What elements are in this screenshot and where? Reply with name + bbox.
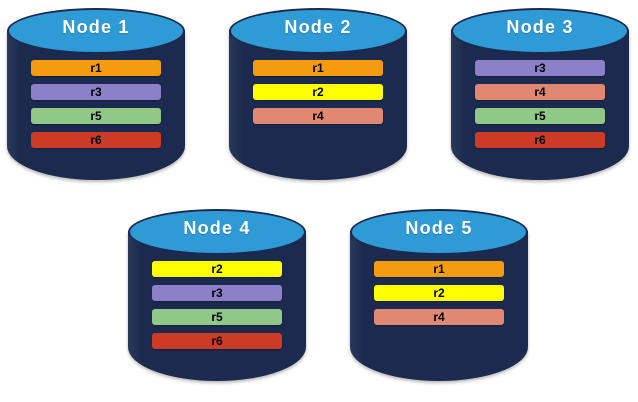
shard-list: r3 r4 r5 r6 — [451, 60, 629, 148]
shard-bar[interactable]: r6 — [31, 132, 161, 148]
cylinder-top-ellipse — [350, 209, 528, 255]
cylinder-body — [229, 30, 407, 180]
cylinder-body — [128, 231, 306, 381]
shard-bar[interactable]: r2 — [374, 285, 504, 301]
shard-bar[interactable]: r5 — [475, 108, 605, 124]
shard-bar[interactable]: r1 — [31, 60, 161, 76]
shard-bar[interactable]: r6 — [475, 132, 605, 148]
cylinder-body — [7, 30, 185, 180]
shard-bar[interactable]: r2 — [152, 261, 282, 277]
shard-bar[interactable]: r5 — [31, 108, 161, 124]
cylinder-top-ellipse — [128, 209, 306, 255]
shard-bar[interactable]: r4 — [475, 84, 605, 100]
shard-bar[interactable]: r1 — [253, 60, 383, 76]
node-label: Node 1 — [62, 17, 130, 37]
node-label: Node 2 — [284, 17, 352, 37]
shard-bar[interactable]: r3 — [475, 60, 605, 76]
shard-bar[interactable]: r3 — [31, 84, 161, 100]
node-cylinder[interactable]: Node 4 r2 r3 r5 r6 — [128, 209, 306, 394]
shard-list: r1 r2 r4 — [350, 261, 528, 325]
cylinder-top-ellipse — [451, 8, 629, 54]
node-cylinder[interactable]: Node 3 r3 r4 r5 r6 — [451, 8, 629, 193]
shard-list: r1 r2 r4 — [229, 60, 407, 124]
cylinder-body — [350, 231, 528, 381]
node-cylinder[interactable]: Node 5 r1 r2 r4 — [350, 209, 528, 394]
shard-list: r2 r3 r5 r6 — [128, 261, 306, 349]
node-label: Node 5 — [405, 218, 473, 238]
shard-bar[interactable]: r2 — [253, 84, 383, 100]
shard-bar[interactable]: r1 — [374, 261, 504, 277]
shard-bar[interactable]: r4 — [374, 309, 504, 325]
node-label: Node 4 — [183, 218, 251, 238]
cylinder-body — [451, 30, 629, 180]
node-label: Node 3 — [506, 17, 574, 37]
shard-list: r1 r3 r5 r6 — [7, 60, 185, 148]
shard-bar[interactable]: r3 — [152, 285, 282, 301]
node-cylinder[interactable]: Node 2 r1 r2 r4 — [229, 8, 407, 193]
cylinder-top-ellipse — [229, 8, 407, 54]
shard-bar[interactable]: r5 — [152, 309, 282, 325]
shard-bar[interactable]: r4 — [253, 108, 383, 124]
node-cylinder[interactable]: Node 1 r1 r3 r5 r6 — [7, 8, 185, 193]
shard-bar[interactable]: r6 — [152, 333, 282, 349]
cylinder-top-ellipse — [7, 8, 185, 54]
